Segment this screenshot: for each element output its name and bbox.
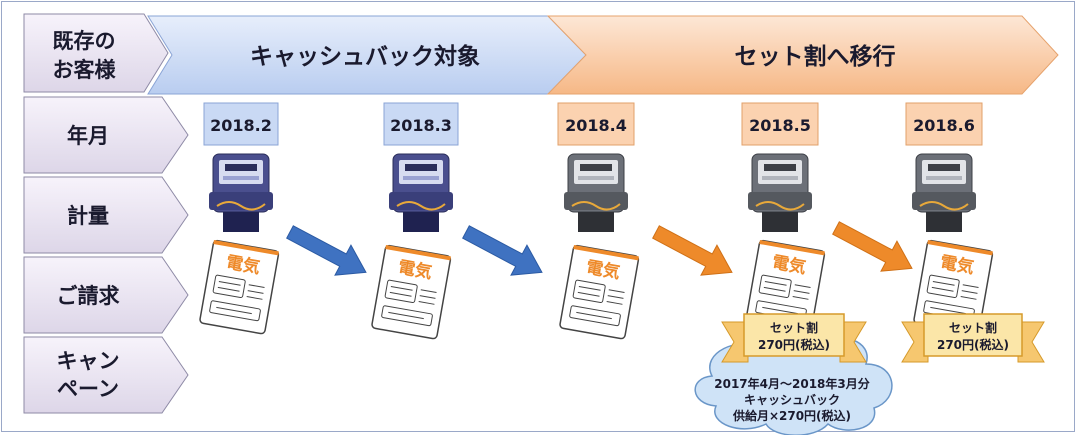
month-label: 2018.2 <box>210 116 272 135</box>
month-box-2018-6: 2018.6 <box>905 102 983 146</box>
month-box-2018-5: 2018.5 <box>741 102 819 146</box>
row-label-metering: 計量 <box>23 176 189 254</box>
meter-icon <box>209 153 273 232</box>
ribbon-line-2: 270円(税込) <box>758 337 830 352</box>
electric-bill-icon: 電気 <box>559 244 640 340</box>
month-label: 2018.4 <box>565 116 627 135</box>
electric-bill-icon: 電気 <box>745 239 826 335</box>
meter-icon <box>389 153 453 232</box>
arrow-right-icon <box>652 225 733 276</box>
meter-icon <box>748 153 812 232</box>
month-label: 2018.3 <box>390 116 452 135</box>
electric-bill-icon: 電気 <box>371 244 452 340</box>
meter-icon <box>564 153 628 232</box>
electric-bill-icon: 電気 <box>913 239 994 335</box>
set-discount-ribbon: セット割 270円(税込) <box>721 313 867 363</box>
arrow-right-icon <box>286 225 367 276</box>
month-box-2018-4: 2018.4 <box>557 102 635 146</box>
set-discount-ribbon: セット割 270円(税込) <box>901 313 1045 363</box>
electric-bill-icon: 電気 <box>199 239 280 335</box>
row-label-billing-text: ご請求 <box>57 284 120 308</box>
phase-cashback-label: キャッシュバック対象 <box>250 43 480 70</box>
ribbon-line-2: 270円(税込) <box>937 337 1009 352</box>
row-label-customers: 既存の お客様 <box>23 13 169 93</box>
cloud-line-2: キャッシュバック <box>744 393 840 407</box>
row-label-billing: ご請求 <box>23 256 189 334</box>
arrow-right-icon <box>832 221 913 272</box>
meter-icon <box>912 153 976 232</box>
phase-set-discount-label: セット割へ移行 <box>735 43 896 70</box>
ribbon-line-1: セット割 <box>770 320 818 335</box>
month-box-2018-2: 2018.2 <box>203 102 279 146</box>
row-label-campaign: キャン ペーン <box>23 336 189 414</box>
month-box-2018-3: 2018.3 <box>383 102 459 146</box>
row-label-metering-text: 計量 <box>67 204 109 228</box>
row-label-customers-line1: 既存の <box>53 29 116 53</box>
row-label-campaign-line2: ペーン <box>57 377 119 401</box>
phase-banner-set-discount: セット割へ移行 <box>546 15 1059 95</box>
row-label-month-text: 年月 <box>67 124 109 148</box>
row-label-month: 年月 <box>23 96 189 174</box>
arrow-right-icon <box>462 225 543 276</box>
cloud-line-3: 供給月×270円(税込) <box>732 408 851 423</box>
phase-banner-cashback: キャッシュバック対象 <box>147 15 587 95</box>
row-label-customers-line2: お客様 <box>53 58 117 82</box>
ribbon-line-1: セット割 <box>949 320 997 335</box>
month-label: 2018.6 <box>913 116 975 135</box>
cloud-line-1: 2017年4月～2018年3月分 <box>714 376 870 391</box>
row-label-campaign-line1: キャン <box>57 349 120 373</box>
month-label: 2018.5 <box>749 116 811 135</box>
